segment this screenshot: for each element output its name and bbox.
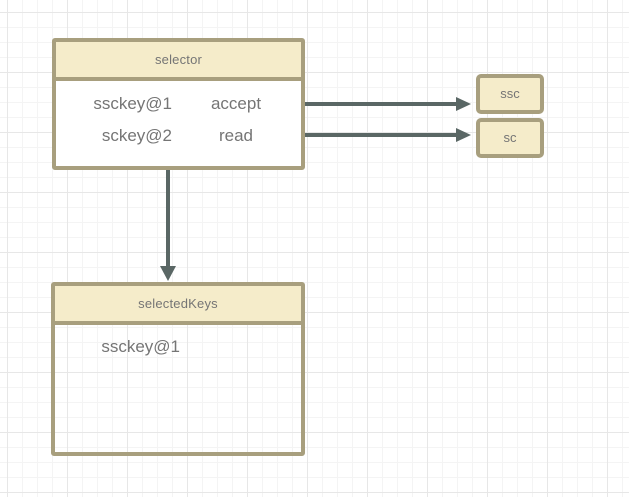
sc-node[interactable]: sc (476, 118, 544, 158)
sc-node-label: sc (503, 130, 517, 145)
selector-row: sckey@2 read (56, 120, 301, 152)
selectedkeys-node-header: selectedKeys (55, 286, 301, 325)
selector-row-key: sckey@2 (101, 126, 172, 145)
selectedkeys-item: ssckey@1 (101, 337, 180, 356)
ssc-node-label: ssc (500, 86, 520, 101)
arrow-down-line (166, 170, 170, 267)
selector-row-key: ssckey@1 (93, 94, 172, 113)
selectedkeys-node-body: ssckey@1 (55, 325, 301, 363)
selector-node-body: ssckey@1 accept sckey@2 read (56, 81, 301, 152)
selector-node[interactable]: selector ssckey@1 accept sckey@2 read (52, 38, 305, 170)
selector-row-action: read (218, 126, 254, 145)
selectedkeys-node[interactable]: selectedKeys ssckey@1 (51, 282, 305, 456)
selector-row: ssckey@1 accept (56, 88, 301, 120)
selectedkeys-node-title: selectedKeys (138, 296, 218, 311)
selector-node-title: selector (154, 52, 203, 67)
arrow-down-head-icon (160, 266, 176, 281)
selector-row-action: accept (210, 94, 262, 113)
arrow-accept-line (305, 102, 457, 106)
arrow-accept-head-icon (456, 97, 471, 111)
selector-node-header: selector (56, 42, 301, 81)
arrow-read-line (305, 133, 457, 137)
ssc-node[interactable]: ssc (476, 74, 544, 114)
arrow-read-head-icon (456, 128, 471, 142)
